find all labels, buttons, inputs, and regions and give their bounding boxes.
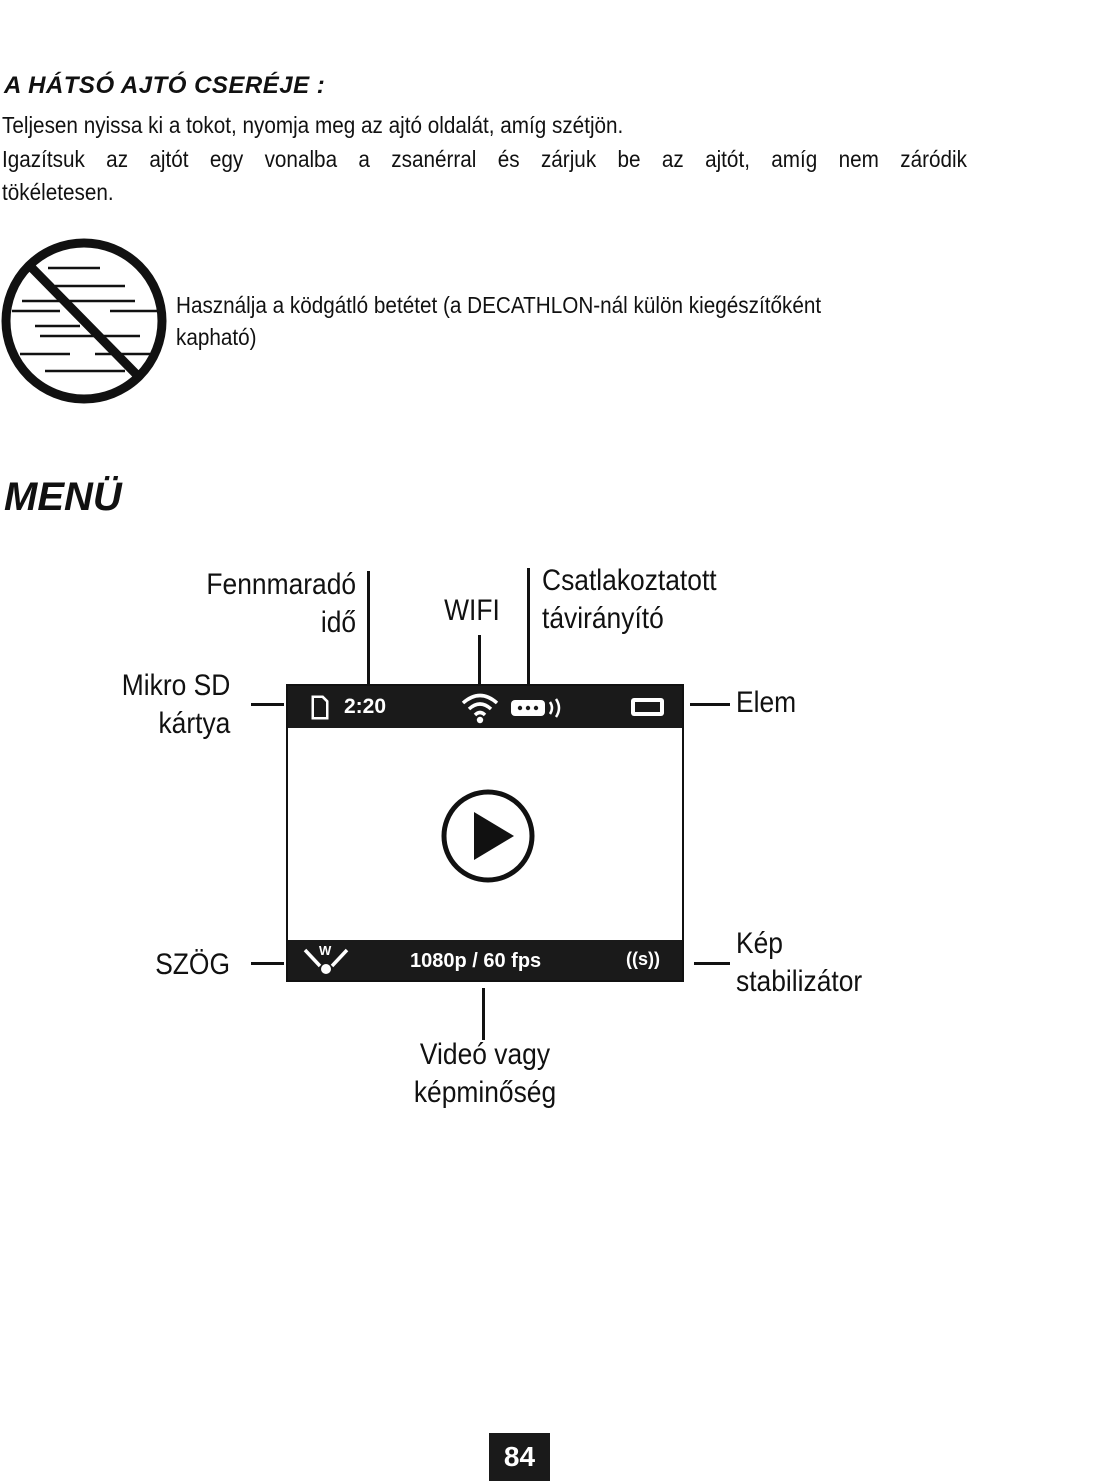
leader-battery bbox=[690, 703, 730, 706]
label-remote-1: Csatlakoztatott bbox=[542, 564, 717, 597]
section-title: A HÁTSÓ AJTÓ CSERÉJE : bbox=[4, 72, 326, 99]
instruction-line-3: tökéletesen. bbox=[2, 179, 114, 205]
leader-quality bbox=[482, 988, 485, 1040]
leader-remote bbox=[527, 568, 530, 684]
label-angle: SZÖG bbox=[155, 948, 230, 981]
angle-badge: W bbox=[319, 943, 332, 958]
no-fog-icon bbox=[1, 238, 167, 404]
leader-remaining-time bbox=[367, 571, 370, 684]
fog-note-line-2: kapható) bbox=[176, 324, 257, 350]
stabilizer-badge: ((s)) bbox=[626, 949, 660, 969]
leader-wifi bbox=[478, 635, 481, 684]
label-stabilizer: Kép stabilizátor bbox=[736, 925, 862, 1001]
instruction-line-1: Teljesen nyissa ki a tokot, nyomja meg a… bbox=[2, 112, 624, 138]
angle-icon bbox=[303, 948, 349, 974]
label-quality: Videó vagy képminőség bbox=[397, 1036, 573, 1112]
leader-stabilizer bbox=[694, 962, 730, 965]
label-remaining-time-1: Fennmaradó bbox=[206, 568, 356, 601]
label-remote: Csatlakoztatott távirányító bbox=[542, 562, 717, 638]
resolution-value: 1080p / 60 fps bbox=[410, 950, 542, 972]
label-stabilizer-2: stabilizátor bbox=[736, 965, 863, 998]
label-remote-2: távirányító bbox=[542, 602, 664, 635]
wifi-icon bbox=[461, 693, 499, 724]
label-battery: Elem bbox=[736, 686, 797, 719]
remaining-time-value: 2:20 bbox=[344, 695, 387, 718]
leader-angle bbox=[251, 962, 284, 965]
battery-icon bbox=[631, 698, 664, 716]
camera-screen: 2:20 W 1080p / 60 fp bbox=[286, 684, 684, 982]
fog-note: Használja a ködgátló betétet (a DECATHLO… bbox=[176, 289, 821, 353]
label-quality-1: Videó vagy bbox=[419, 1038, 551, 1071]
menu-title: MENÜ bbox=[4, 475, 122, 519]
leader-sd-card bbox=[251, 703, 284, 706]
fog-note-line-1: Használja a ködgátló betétet (a DECATHLO… bbox=[176, 292, 822, 318]
label-sd-card-2: kártya bbox=[158, 707, 230, 740]
status-bar-top: 2:20 bbox=[288, 686, 682, 728]
page-number: 84 bbox=[489, 1433, 550, 1481]
label-quality-2: képminőség bbox=[413, 1076, 557, 1109]
status-bar-bottom: W 1080p / 60 fps ((s)) bbox=[288, 940, 682, 980]
sd-card-icon bbox=[311, 695, 329, 720]
instruction-line-2: Igazítsuk az ajtót egy vonalba a zsanérr… bbox=[2, 146, 967, 172]
play-icon[interactable] bbox=[440, 788, 536, 884]
label-sd-card: Mikro SD kártya bbox=[121, 667, 230, 743]
remote-icon bbox=[511, 698, 561, 718]
label-remaining-time-2: idő bbox=[320, 606, 356, 639]
label-wifi: WIFI bbox=[444, 594, 500, 627]
label-remaining-time: Fennmaradó idő bbox=[206, 566, 356, 642]
label-sd-card-1: Mikro SD bbox=[121, 669, 230, 702]
label-stabilizer-1: Kép bbox=[736, 927, 783, 960]
